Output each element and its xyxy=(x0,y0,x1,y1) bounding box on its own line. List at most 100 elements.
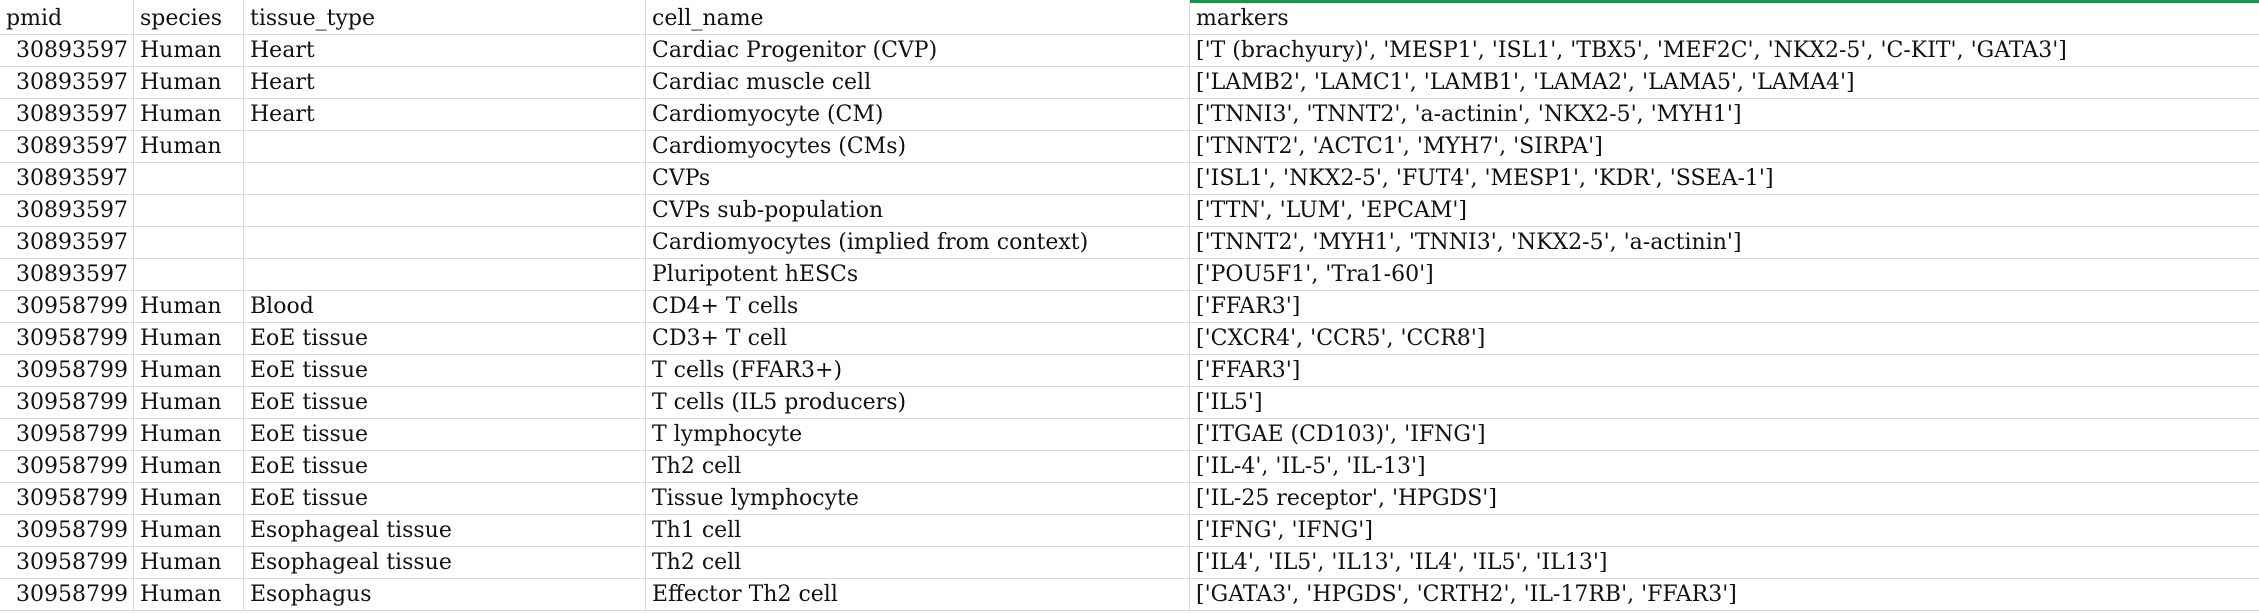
cell-markers[interactable]: ['ITGAE (CD103)', 'IFNG'] xyxy=(1196,422,1486,447)
cell-cell-name[interactable]: Cardiomyocytes (implied from context) xyxy=(646,227,1190,258)
cell-tissue-type[interactable]: EoE tissue xyxy=(244,483,646,514)
cell-pmid[interactable]: 30893597 xyxy=(0,259,134,290)
cell-cell-name[interactable]: CD3+ T cell xyxy=(646,323,1190,354)
cell-pmid[interactable]: 30958799 xyxy=(0,355,134,386)
cell-cell-name[interactable]: Cardiomyocyte (CM) xyxy=(646,99,1190,130)
cell-cell-name[interactable]: T lymphocyte xyxy=(646,419,1190,450)
cell-markers[interactable]: ['T (brachyury)', 'MESP1', 'ISL1', 'TBX5… xyxy=(1196,38,2067,63)
cell-markers[interactable]: ['IL-25 receptor', 'HPGDS'] xyxy=(1196,486,1497,511)
cell-species[interactable]: Human xyxy=(134,35,244,66)
cell-cell-name[interactable]: Th2 cell xyxy=(646,451,1190,482)
cell-species[interactable]: Human xyxy=(134,291,244,322)
cell-species[interactable]: Human xyxy=(134,99,244,130)
cell-pmid[interactable]: 30958799 xyxy=(0,323,134,354)
cell-tissue-type[interactable]: Heart xyxy=(244,35,646,66)
cell-tissue-type[interactable] xyxy=(244,195,646,226)
cell-cell-name[interactable]: Cardiac muscle cell xyxy=(646,67,1190,98)
cell-cell-name[interactable]: CVPs xyxy=(646,163,1190,194)
cell-markers[interactable]: ['FFAR3'] xyxy=(1196,294,1301,319)
cell-species[interactable]: Human xyxy=(134,323,244,354)
cell-species[interactable]: Human xyxy=(134,579,244,610)
cell-pmid[interactable]: 30893597 xyxy=(0,35,134,66)
header-cell-tissue-type[interactable]: tissue_type xyxy=(244,0,646,34)
cell-markers[interactable]: ['TNNT2', 'MYH1', 'TNNI3', 'NKX2-5', 'a-… xyxy=(1196,230,1742,255)
header-cell-species[interactable]: species xyxy=(134,0,244,34)
cell-markers[interactable]: ['TNNI3', 'TNNT2', 'a-actinin', 'NKX2-5'… xyxy=(1196,102,1742,127)
cell-tissue-type[interactable]: EoE tissue xyxy=(244,387,646,418)
header-cell-cell-name[interactable]: cell_name xyxy=(646,0,1190,34)
cell-species[interactable]: Human xyxy=(134,515,244,546)
cell-cell-name[interactable]: Tissue lymphocyte xyxy=(646,483,1190,514)
cell-tissue-type[interactable]: EoE tissue xyxy=(244,419,646,450)
cell-tissue-type[interactable]: Esophagus xyxy=(244,579,646,610)
cell-pmid[interactable]: 30893597 xyxy=(0,67,134,98)
cell-tissue-type[interactable] xyxy=(244,259,646,290)
cell-species[interactable]: Human xyxy=(134,451,244,482)
cell-pmid[interactable]: 30958799 xyxy=(0,483,134,514)
cell-pmid[interactable]: 30893597 xyxy=(0,99,134,130)
cell-markers[interactable]: ['CXCR4', 'CCR5', 'CCR8'] xyxy=(1196,326,1486,351)
cell-cell-name[interactable]: Th1 cell xyxy=(646,515,1190,546)
cell-cell-name[interactable]: CVPs sub-population xyxy=(646,195,1190,226)
cell-markers[interactable]: ['GATA3', 'HPGDS', 'CRTH2', 'IL-17RB', '… xyxy=(1196,582,1737,607)
cell-species[interactable] xyxy=(134,227,244,258)
cell-pmid[interactable]: 30893597 xyxy=(0,163,134,194)
table-row: 30893597 Cardiomyocytes (implied from con… xyxy=(0,227,2259,259)
cell-cell-name[interactable]: Cardiomyocytes (CMs) xyxy=(646,131,1190,162)
cell-markers[interactable]: ['POU5F1', 'Tra1-60'] xyxy=(1196,262,1434,287)
cell-species[interactable] xyxy=(134,163,244,194)
cell-pmid[interactable]: 30893597 xyxy=(0,227,134,258)
cell-species[interactable]: Human xyxy=(134,419,244,450)
cell-pmid[interactable]: 30958799 xyxy=(0,419,134,450)
cell-species[interactable]: Human xyxy=(134,483,244,514)
cell-species[interactable] xyxy=(134,259,244,290)
cell-markers[interactable]: ['ISL1', 'NKX2-5', 'FUT4', 'MESP1', 'KDR… xyxy=(1196,166,1774,191)
cell-pmid[interactable]: 30958799 xyxy=(0,579,134,610)
cell-pmid[interactable]: 30958799 xyxy=(0,515,134,546)
cell-species[interactable] xyxy=(134,195,244,226)
cell-tissue-type[interactable] xyxy=(244,131,646,162)
cell-tissue-type[interactable]: EoE tissue xyxy=(244,451,646,482)
cell-cell-name[interactable]: Cardiac Progenitor (CVP) xyxy=(646,35,1190,66)
cell-markers[interactable]: ['IL-4', 'IL-5', 'IL-13'] xyxy=(1196,454,1426,479)
cell-markers[interactable]: ['IFNG', 'IFNG'] xyxy=(1196,518,1373,543)
cell-markers[interactable]: ['IL4', 'IL5', 'IL13', 'IL4', 'IL5', 'IL… xyxy=(1196,550,1608,575)
cell-pmid[interactable]: 30958799 xyxy=(0,451,134,482)
cell-tissue-type[interactable] xyxy=(244,163,646,194)
cell-cell-name[interactable]: T cells (IL5 producers) xyxy=(646,387,1190,418)
cell-species[interactable]: Human xyxy=(134,67,244,98)
cell-species[interactable]: Human xyxy=(134,355,244,386)
cell-markers[interactable]: ['TNNT2', 'ACTC1', 'MYH7', 'SIRPA'] xyxy=(1196,134,1603,159)
cell-cell-name[interactable]: Th2 cell xyxy=(646,547,1190,578)
cell-tissue-type[interactable]: Blood xyxy=(244,291,646,322)
cell-species[interactable]: Human xyxy=(134,387,244,418)
cell-tissue-type[interactable]: EoE tissue xyxy=(244,355,646,386)
cell-cell-name[interactable]: Pluripotent hESCs xyxy=(646,259,1190,290)
cell-cell-name[interactable]: CD4+ T cells xyxy=(646,291,1190,322)
cell-pmid[interactable]: 30958799 xyxy=(0,547,134,578)
cell-pmid[interactable]: 30958799 xyxy=(0,291,134,322)
cell-tissue-type[interactable]: EoE tissue xyxy=(244,323,646,354)
cell-species[interactable]: Human xyxy=(134,547,244,578)
cell-markers[interactable]: ['FFAR3'] xyxy=(1196,358,1301,383)
cell-pmid[interactable]: 30958799 xyxy=(0,387,134,418)
header-cell-markers[interactable]: markers xyxy=(1196,6,1289,31)
cell-pmid[interactable]: 30893597 xyxy=(0,195,134,226)
cell-cell-name[interactable]: T cells (FFAR3+) xyxy=(646,355,1190,386)
header-cell-pmid[interactable]: pmid xyxy=(0,0,134,34)
cell-tissue-type[interactable]: Esophageal tissue xyxy=(244,515,646,546)
cell-tissue-type[interactable]: Esophageal tissue xyxy=(244,547,646,578)
cell-pmid[interactable]: 30893597 xyxy=(0,131,134,162)
cell-species[interactable]: Human xyxy=(134,131,244,162)
cell-markers[interactable]: ['IL5'] xyxy=(1196,390,1263,415)
cell-tissue-type[interactable] xyxy=(244,227,646,258)
cell-markers[interactable]: ['LAMB2', 'LAMC1', 'LAMB1', 'LAMA2', 'LA… xyxy=(1196,70,1855,95)
cell-markers[interactable]: ['TTN', 'LUM', 'EPCAM'] xyxy=(1196,198,1468,223)
cell-cell-name[interactable]: Effector Th2 cell xyxy=(646,579,1190,610)
cell-tissue-type[interactable]: Heart xyxy=(244,99,646,130)
cell-tissue-type[interactable]: Heart xyxy=(244,67,646,98)
